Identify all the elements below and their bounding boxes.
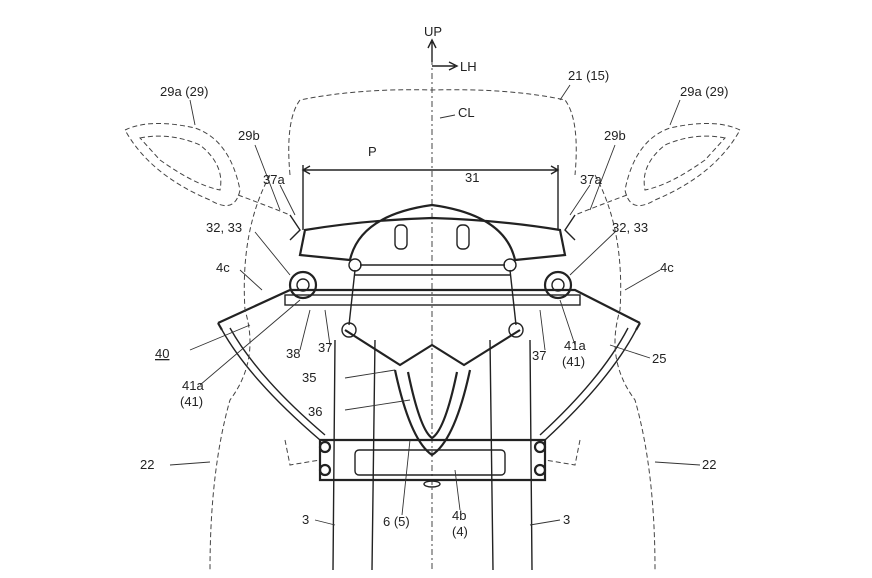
mirror-right: [574, 122, 741, 216]
label-cowl: 25: [652, 351, 666, 366]
label-bracket-left-b: (41): [180, 394, 203, 409]
label-cover: 36: [308, 404, 322, 419]
label-fork-left: 3: [302, 512, 309, 527]
label-bracket-left-a: 41a: [182, 378, 204, 393]
fairing-left: [209, 174, 271, 571]
label-bar-end-right: 4c: [660, 260, 674, 275]
handlebar: [217, 288, 641, 331]
label-mirror-stay-left: 29b: [238, 128, 260, 143]
label-fork-right: 3: [563, 512, 570, 527]
label-mount-left: 37a: [263, 172, 285, 187]
label-frame: 35: [302, 370, 316, 385]
label-cl: CL: [458, 105, 475, 120]
label-bar-end-left: 4c: [216, 260, 230, 275]
label-side-left: 22: [140, 457, 154, 472]
label-mirror-right: 29a (29): [680, 84, 728, 99]
label-mirror-left: 29a (29): [160, 84, 208, 99]
pitch-dimension: [301, 165, 560, 230]
label-mount-right: 37a: [580, 172, 602, 187]
label-bracket-right-b: (41): [562, 354, 585, 369]
label-stem: 6 (5): [383, 514, 410, 529]
label-assembly: 40: [155, 346, 169, 361]
fork-tubes: [332, 339, 533, 571]
v-frame: [344, 329, 521, 457]
label-lh: LH: [460, 59, 477, 74]
label-stay-left: 37: [318, 340, 332, 355]
windscreen-outline: [288, 89, 577, 176]
side-brackets: [221, 327, 637, 441]
label-bolts-right: 32, 33: [612, 220, 648, 235]
label-bridge-a: 4b: [452, 508, 466, 523]
label-stay-right: 37: [532, 348, 546, 363]
label-screen: 21 (15): [568, 68, 609, 83]
meter-panel: [298, 203, 567, 262]
label-pitch: P: [368, 144, 377, 159]
label-bolts-left: 32, 33: [206, 220, 242, 235]
lh-arrow: [432, 61, 459, 71]
mirror-left: [124, 122, 291, 216]
leader-lines: [169, 84, 701, 526]
label-up: UP: [424, 24, 442, 39]
label-mirror-stay-right: 29b: [604, 128, 626, 143]
fairing-right: [594, 174, 656, 571]
label-bracket-right-a: 41a: [564, 338, 586, 353]
label-meter: 31: [465, 170, 479, 185]
label-bridge-b: (4): [452, 524, 468, 539]
up-arrow: [427, 38, 437, 62]
label-side-right: 22: [702, 457, 716, 472]
label-pipe: 38: [286, 346, 300, 361]
